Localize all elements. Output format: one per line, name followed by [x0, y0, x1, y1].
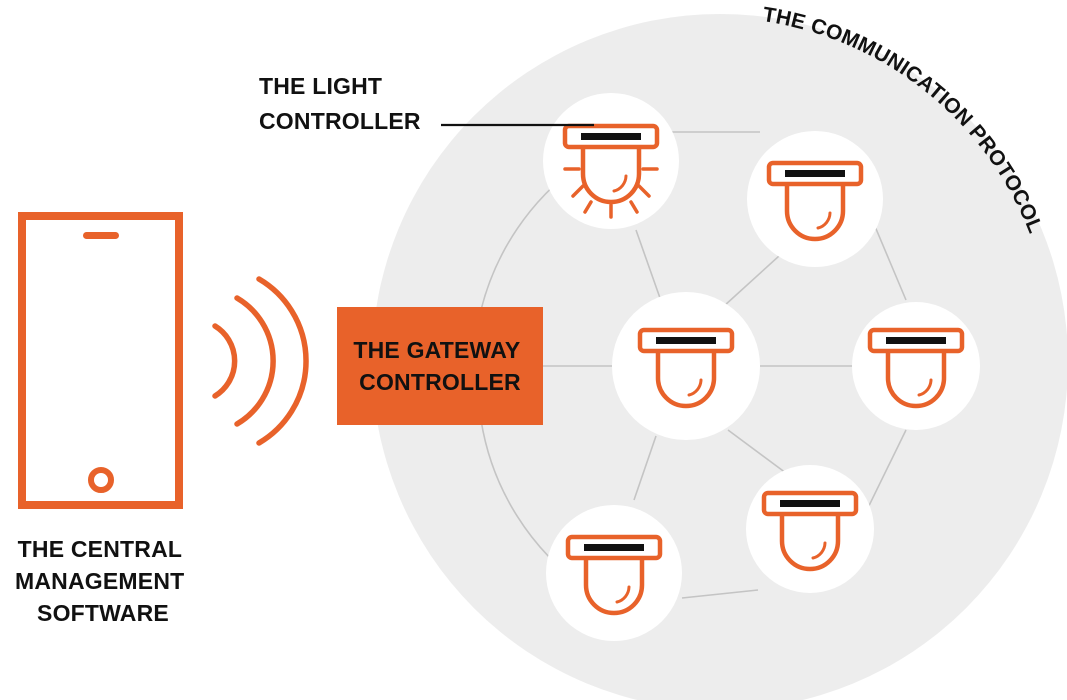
lamp-dome — [779, 514, 841, 572]
lamp-dome — [583, 558, 645, 616]
node-circle — [747, 131, 883, 267]
signal-wave — [234, 295, 276, 427]
light-ray — [571, 184, 585, 198]
lamp-highlight — [811, 541, 827, 560]
ceiling-lamp-icon — [867, 327, 965, 409]
light-node-right — [852, 302, 980, 430]
light-controller-label: THE LIGHT CONTROLLER — [259, 73, 421, 134]
gateway-box — [337, 307, 543, 425]
lamp-base — [761, 490, 859, 517]
lamp-bar — [780, 500, 840, 507]
phone-speaker — [83, 232, 119, 239]
link — [635, 229, 661, 299]
light-node-bottom-right — [746, 465, 874, 593]
node-circle — [746, 465, 874, 593]
node-circle — [852, 302, 980, 430]
node-circle — [612, 292, 760, 440]
gateway-controller: THE GATEWAY CONTROLLER — [337, 307, 543, 425]
link — [681, 589, 759, 599]
lamp-bar — [584, 544, 644, 551]
light-controller-label-line: CONTROLLER — [259, 108, 421, 134]
light-node-top-right — [747, 131, 883, 267]
link — [727, 429, 791, 477]
lamp-base — [637, 327, 735, 354]
lamp-highlight — [816, 211, 832, 230]
link — [633, 435, 657, 501]
lamp-dome — [784, 184, 846, 242]
gateway-label-line: THE GATEWAY — [353, 337, 520, 363]
lamp-bar — [656, 337, 716, 344]
signal-wave — [212, 323, 238, 399]
lamp-bar — [785, 170, 845, 177]
lamp-base — [565, 534, 663, 561]
lamp-lit-icon — [562, 123, 660, 219]
phone-home-button — [88, 467, 114, 493]
node-circle — [546, 505, 682, 641]
smartphone-icon — [18, 212, 183, 509]
lamp-dome — [655, 351, 717, 409]
lamp-highlight — [687, 378, 703, 397]
lamp-highlight — [615, 585, 631, 604]
light-node-top-left — [543, 93, 679, 229]
light-node-bottom-left — [546, 505, 682, 641]
lamp-bar — [581, 133, 641, 140]
light-rays-icon — [563, 167, 659, 219]
gateway-label: THE GATEWAY CONTROLLER — [353, 337, 526, 395]
lamp-base — [766, 160, 864, 187]
link — [861, 429, 907, 521]
lamp-dome — [885, 351, 947, 409]
ceiling-lamp-icon — [766, 160, 864, 242]
ceiling-lamp-icon — [761, 490, 859, 572]
signal-wave — [256, 276, 309, 446]
central-software-label: THE CENTRAL MANAGEMENT SOFTWARE — [15, 536, 191, 626]
phone-body — [18, 212, 183, 509]
light-controller-label-line: THE LIGHT — [259, 73, 382, 99]
lamp-highlight — [917, 378, 933, 397]
wireless-signal-icon — [212, 276, 309, 446]
light-nodes — [543, 93, 980, 641]
central-software-label-line: SOFTWARE — [37, 600, 169, 626]
light-node-center — [612, 292, 760, 440]
light-ray — [637, 184, 651, 198]
gateway-label-line: CONTROLLER — [359, 369, 521, 395]
lamp-base — [867, 327, 965, 354]
lamp-bar — [886, 337, 946, 344]
light-controller-callout: THE LIGHT CONTROLLER — [259, 73, 594, 134]
lamp-base — [562, 123, 660, 150]
light-ray — [583, 200, 593, 214]
ceiling-lamp-icon — [637, 327, 735, 409]
light-ray — [629, 200, 639, 214]
lamp-highlight — [612, 174, 628, 193]
lamp-dome — [580, 147, 642, 205]
central-software-label-line: THE CENTRAL — [18, 536, 182, 562]
ceiling-lamp-icon — [565, 534, 663, 616]
central-software-label-line: MANAGEMENT — [15, 568, 184, 594]
